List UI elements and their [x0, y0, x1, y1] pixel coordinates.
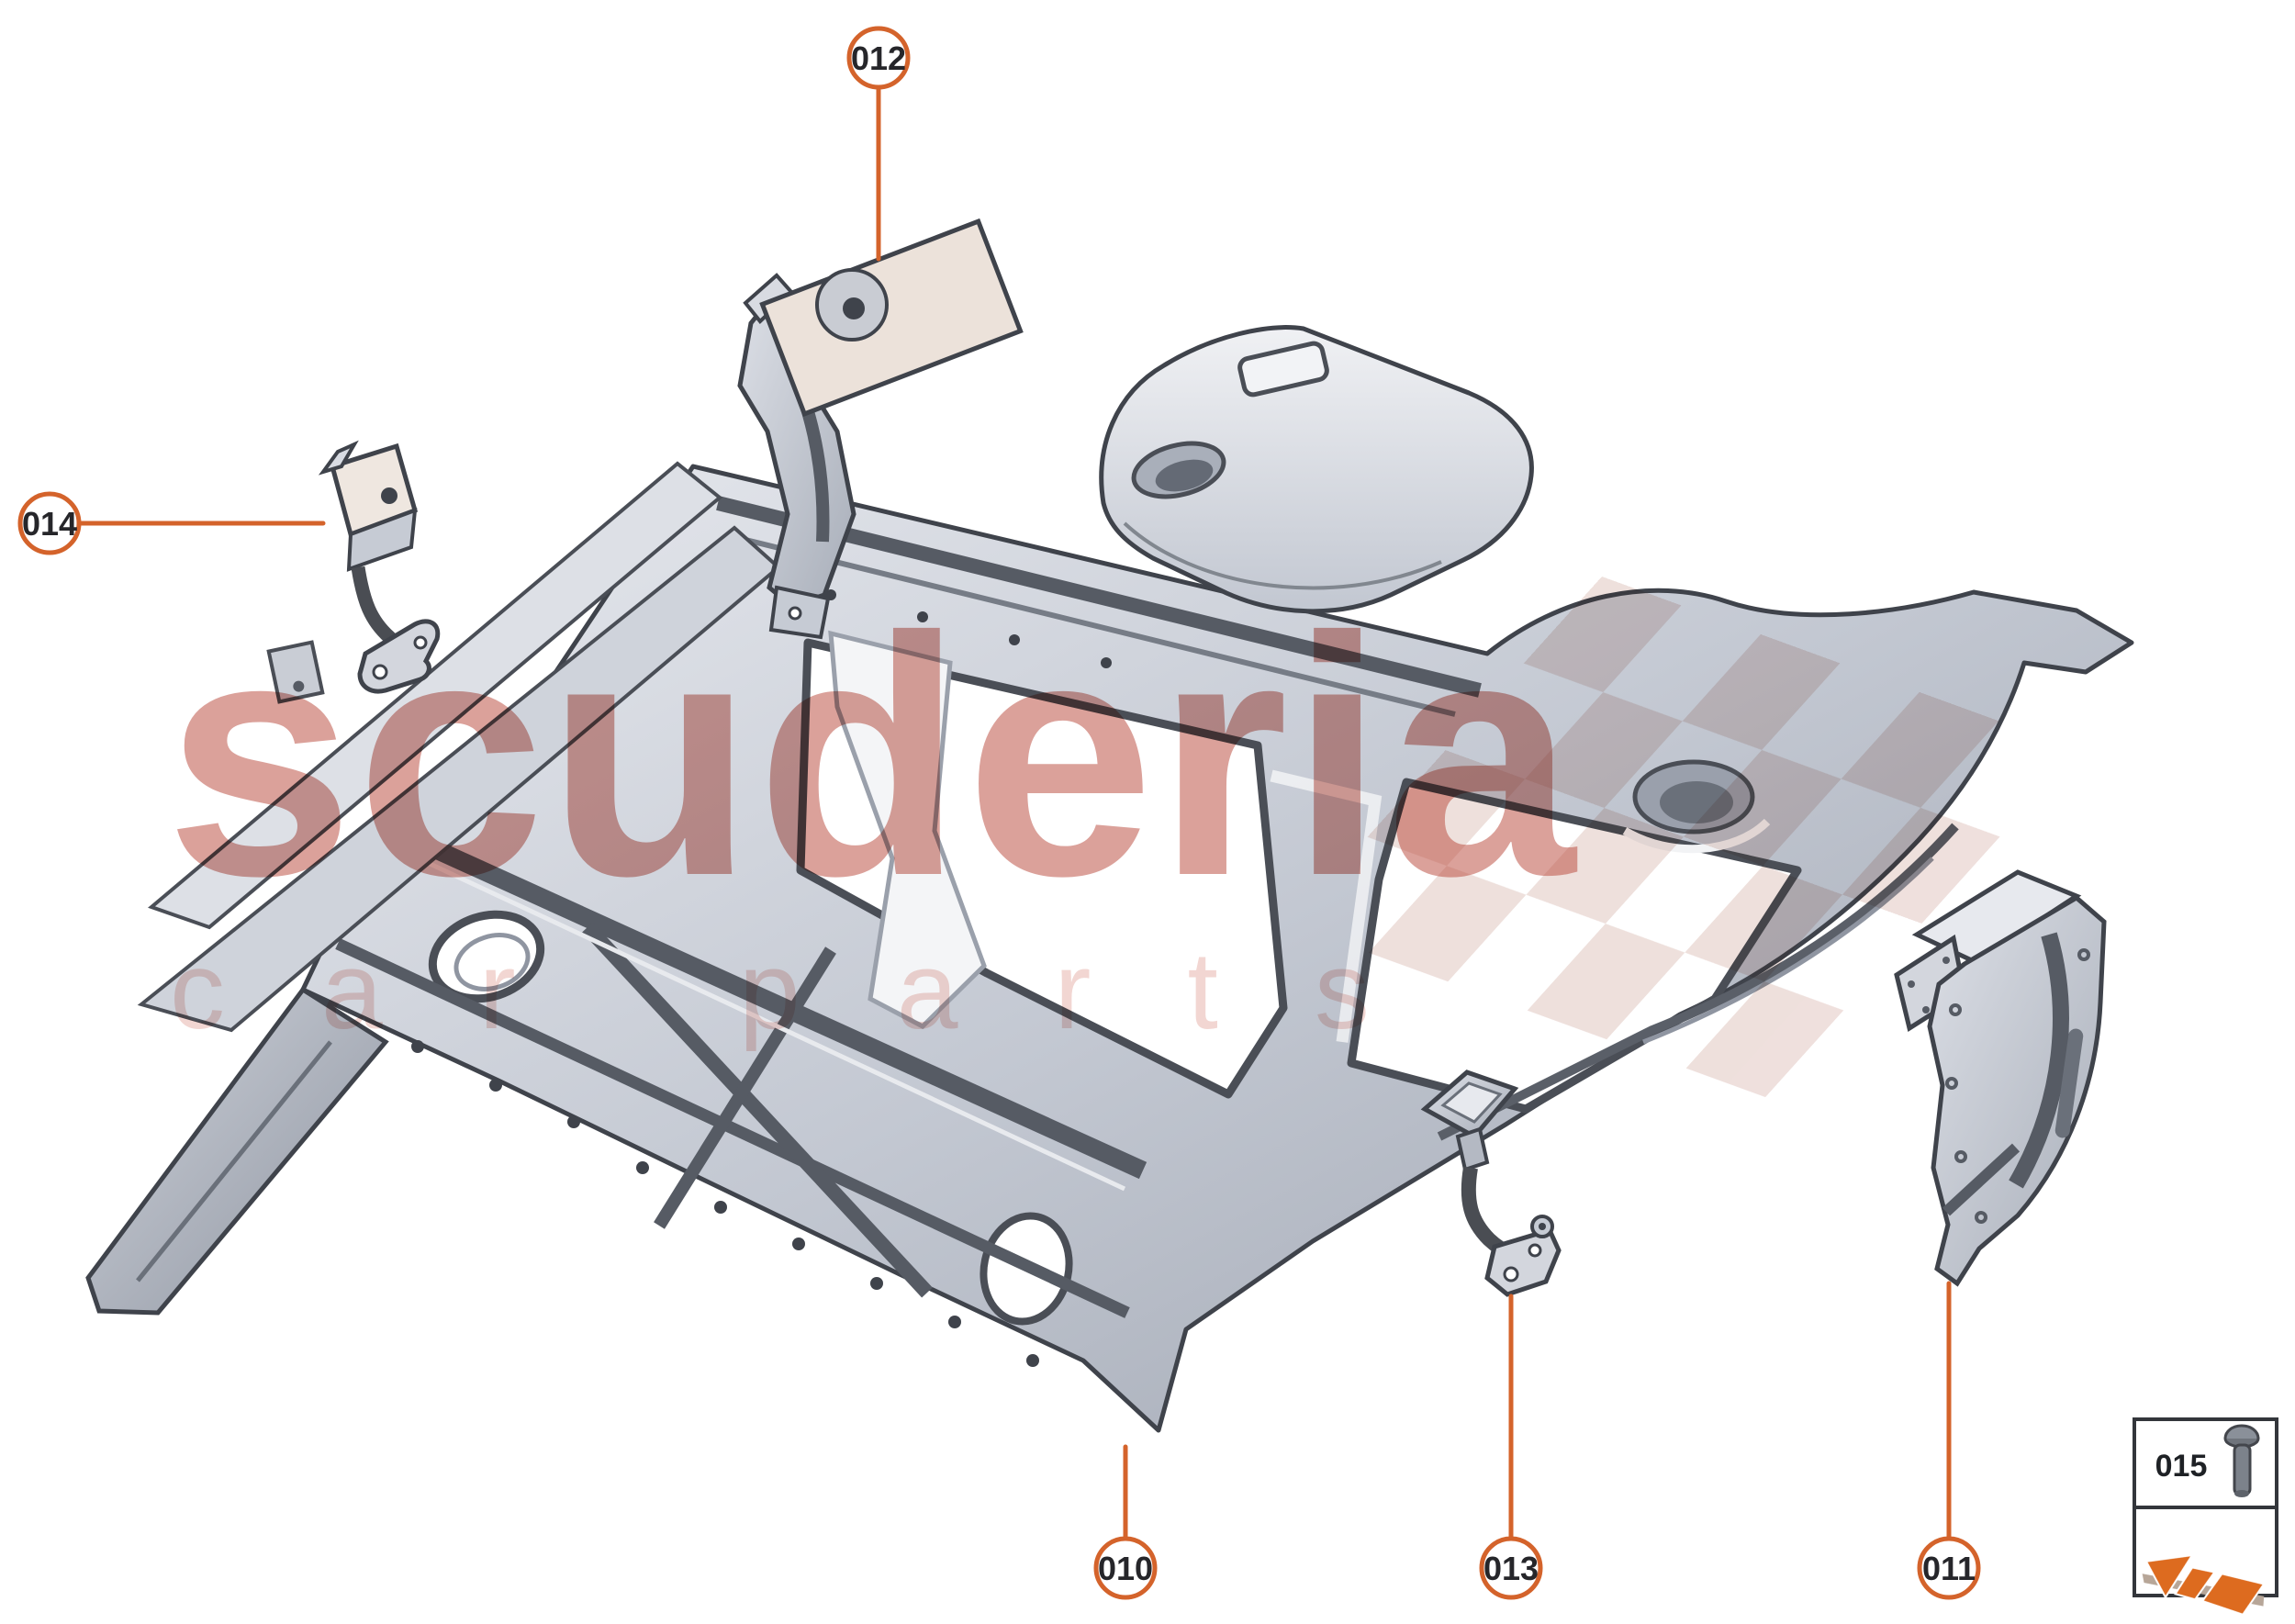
right-opening-rim	[1347, 778, 1802, 1114]
callout-011[interactable]: 011	[1917, 1281, 1981, 1600]
callout-014-label: 014	[22, 505, 77, 543]
roof-frame-assembly-drawing	[85, 325, 2134, 1433]
callouts: 012 014 010 013 011	[17, 26, 1981, 1600]
shelf-slot	[1237, 341, 1329, 398]
bolt-icon	[2223, 1424, 2260, 1497]
callout-014[interactable]: 014	[17, 491, 326, 555]
part-012-roof-bracket	[737, 218, 1024, 640]
callout-010-label: 010	[1098, 1550, 1153, 1587]
callout-010[interactable]: 010	[1093, 1444, 1158, 1600]
weld-studs	[411, 589, 1112, 1367]
center-brace-highlight	[1270, 769, 1383, 1043]
checkered-flag-watermark	[1367, 577, 2000, 1098]
callout-010-balloon[interactable]	[1093, 1536, 1158, 1600]
callout-013-balloon[interactable]	[1479, 1536, 1543, 1600]
callout-012[interactable]: 012	[846, 26, 911, 262]
callout-013[interactable]: 013	[1479, 1294, 1543, 1600]
callout-011-label: 011	[1922, 1550, 1976, 1587]
callout-012-balloon[interactable]	[846, 26, 911, 90]
watermark-tagline-text: car parts	[170, 929, 1466, 1052]
roof-center-strut	[828, 630, 987, 1030]
left-opening-rim	[796, 638, 1288, 1099]
panel-brace-1	[390, 822, 1148, 1180]
legend-fastener-label: 015	[2155, 1449, 2208, 1484]
a-pillar-spike	[85, 986, 389, 1316]
panel-brace-3	[582, 922, 933, 1298]
header-rail-seam	[733, 534, 1456, 717]
exploded-view-arrow-icon	[2142, 1553, 2266, 1616]
rear-shelf-panel	[1099, 325, 1534, 614]
front-header-rail-upper	[148, 461, 723, 930]
shelf-crease	[1123, 521, 1442, 590]
callout-013-label: 013	[1483, 1550, 1539, 1587]
callout-014-balloon[interactable]	[17, 491, 82, 555]
watermark-brand-text: scuderia	[165, 567, 1577, 946]
shelf-oval-hole-inner	[1155, 459, 1214, 492]
callout-011-balloon[interactable]	[1917, 1536, 1981, 1600]
part-012-plate	[759, 218, 1024, 418]
part-014-hook-bracket	[318, 440, 441, 694]
panel-oval-hole-large-rim	[453, 933, 531, 991]
part-011-bracket	[1894, 869, 2107, 1287]
panel-brace-highlight	[407, 851, 1126, 1192]
part-013-seat-belt-anchor	[1420, 1070, 1562, 1297]
small-clip-bracket	[266, 640, 325, 704]
a-pillar-seam	[136, 1040, 332, 1282]
callout-012-label: 012	[851, 39, 906, 77]
panel-brace-4	[654, 946, 836, 1229]
panel-brace-2	[335, 938, 1130, 1318]
legend: 015	[2133, 1417, 2278, 1616]
watermark-layer: scuderia car parts	[165, 567, 2000, 1098]
